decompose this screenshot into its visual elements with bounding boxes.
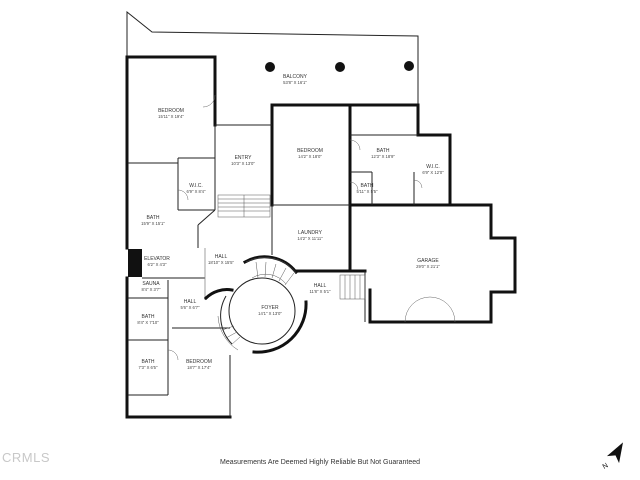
- room-dimensions: 14'2" X 18'0": [298, 154, 322, 159]
- column-icon: [404, 61, 414, 71]
- room-dimensions: 10'3" X 13'0": [231, 161, 255, 166]
- room-dimensions: 14'2" X 11'11": [297, 236, 323, 241]
- room-label-bath-2: BATH 5'11" X 5'5": [356, 183, 378, 194]
- room-label-garage: GARAGE 29'0" X 21'1": [416, 258, 440, 269]
- room-dimensions: 8'4" X 7'10": [137, 320, 159, 325]
- room-label-bath-5: BATH 7'3" X 6'5": [138, 359, 158, 370]
- room-name: BATH: [147, 215, 160, 221]
- room-name: BALCONY: [283, 74, 308, 80]
- room-dimensions: 18'7" X 17'4": [187, 365, 211, 370]
- room-name: BEDROOM: [297, 148, 323, 154]
- north-arrow-icon: [606, 442, 623, 464]
- room-dimensions: 29'0" X 21'1": [416, 264, 440, 269]
- room-dimensions: 12'3" X 18'9": [371, 154, 395, 159]
- room-dimensions: 8'4" X 3'7": [141, 287, 161, 292]
- room-dimensions: 5'11" X 5'5": [356, 189, 378, 194]
- room-label-wic-1: W.I.C. 6'9" X 12'0": [422, 164, 444, 175]
- room-name: HALL: [314, 283, 327, 289]
- interior-walls: [128, 124, 418, 417]
- room-dimensions: 7'3" X 6'5": [138, 365, 158, 370]
- room-label-hall-3: HALL 5'6" X 6'7": [180, 299, 200, 310]
- room-dimensions: 53'8" X 16'1": [283, 80, 307, 85]
- room-label-balcony: BALCONY 53'8" X 16'1": [283, 74, 308, 85]
- room-labels: BALCONY 53'8" X 16'1" BEDROOM 15'11" X 1…: [137, 74, 444, 370]
- room-label-bath-1: BATH 12'3" X 18'9": [371, 148, 395, 159]
- room-name: ENTRY: [235, 155, 253, 161]
- room-label-bath-3: BATH 15'9" X 15'1": [141, 215, 165, 226]
- room-label-wic-2: W.I.C. 6'9" X 8'4": [186, 183, 206, 194]
- room-dimensions: 6'2" X 4'3": [147, 262, 167, 267]
- foyer-curves: [203, 255, 308, 354]
- column-icon: [335, 62, 345, 72]
- room-name: HALL: [184, 299, 197, 305]
- room-label-entry: ENTRY 10'3" X 13'0": [231, 155, 255, 166]
- doors: [167, 94, 456, 361]
- room-name: ELEVATOR: [144, 256, 170, 262]
- room-dimensions: 6'9" X 12'0": [422, 170, 444, 175]
- room-name: LAUNDRY: [298, 230, 322, 236]
- room-label-bedroom-2: BEDROOM 14'2" X 18'0": [297, 148, 323, 159]
- room-name: W.I.C.: [426, 164, 440, 170]
- room-name: BATH: [142, 314, 155, 320]
- watermark: CRMLS: [2, 450, 51, 465]
- garage-steps: [339, 274, 366, 300]
- balcony-columns: [265, 61, 414, 72]
- room-label-laundry: LAUNDRY 14'2" X 11'11": [297, 230, 323, 241]
- room-name: SAUNA: [142, 281, 160, 287]
- elevator-shaft: [128, 249, 142, 277]
- room-label-hall-1: HALL 18'10" X 15'5": [208, 254, 235, 265]
- room-label-foyer: FOYER 14'1" X 13'0": [258, 305, 282, 316]
- room-name: BEDROOM: [158, 108, 184, 114]
- room-name: BEDROOM: [186, 359, 212, 365]
- room-name: BATH: [377, 148, 390, 154]
- disclaimer: Measurements Are Deemed Highly Reliable …: [220, 459, 420, 466]
- room-name: BATH: [361, 183, 374, 189]
- room-dimensions: 11'8" X 5'1": [309, 289, 331, 294]
- room-label-bath-4: BATH 8'4" X 7'10": [137, 314, 159, 325]
- room-label-elevator: ELEVATOR 6'2" X 4'3": [144, 256, 170, 267]
- room-dimensions: 14'1" X 13'0": [258, 311, 282, 316]
- room-name: W.I.C.: [189, 183, 203, 189]
- curved-staircase: [217, 257, 298, 351]
- room-label-hall-2: HALL 11'8" X 5'1": [309, 283, 331, 294]
- column-icon: [265, 62, 275, 72]
- room-dimensions: 6'9" X 8'4": [186, 189, 206, 194]
- room-name: GARAGE: [417, 258, 439, 264]
- entry-stairs: [217, 194, 271, 218]
- room-label-bedroom-1: BEDROOM 15'11" X 19'4": [158, 108, 184, 119]
- room-label-bedroom-3: BEDROOM 18'7" X 17'4": [186, 359, 212, 370]
- room-dimensions: 15'9" X 15'1": [141, 221, 165, 226]
- room-name: FOYER: [261, 305, 279, 311]
- room-dimensions: 5'6" X 6'7": [180, 305, 200, 310]
- exterior-walls: [125, 55, 517, 419]
- room-label-sauna: SAUNA 8'4" X 3'7": [141, 281, 161, 292]
- room-dimensions: 15'11" X 19'4": [158, 114, 184, 119]
- room-dimensions: 18'10" X 15'5": [208, 260, 235, 265]
- room-name: HALL: [215, 254, 228, 260]
- room-name: BATH: [142, 359, 155, 365]
